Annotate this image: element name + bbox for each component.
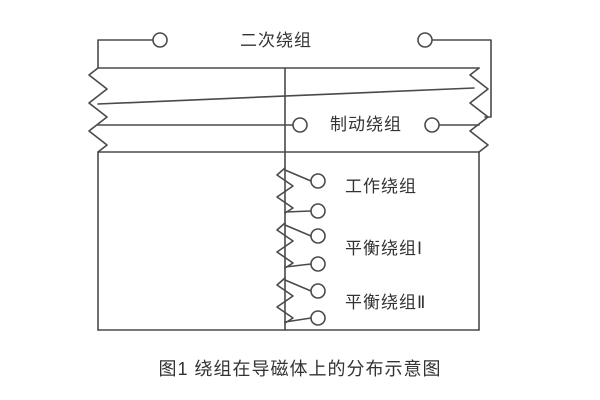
working-tap-top xyxy=(284,169,312,182)
working-terminal-top xyxy=(310,173,326,189)
balance-winding-2-label: 平衡绕组Ⅱ xyxy=(345,293,427,312)
secondary-coil-right xyxy=(469,67,489,153)
secondary-terminal-left xyxy=(152,32,168,48)
balance-2-terminal-top xyxy=(310,283,326,299)
secondary-terminal-right xyxy=(417,32,433,48)
working-tap-bottom xyxy=(284,210,312,213)
working-terminal-bottom xyxy=(310,203,326,219)
working-winding xyxy=(276,167,326,219)
secondary-lead-right xyxy=(431,39,492,118)
secondary-lead-left xyxy=(97,39,154,69)
secondary-diagonal-turn xyxy=(97,87,475,105)
brake-terminal-right xyxy=(424,117,440,133)
balance-winding-2 xyxy=(276,277,326,326)
balance-2-tap-top xyxy=(284,279,312,292)
brake-winding xyxy=(97,117,480,133)
working-winding-label: 工作绕组 xyxy=(345,177,417,196)
balance-1-tap-bottom xyxy=(284,263,312,268)
secondary-winding xyxy=(88,32,492,153)
balance-2-coil xyxy=(276,277,294,324)
secondary-winding-label: 二次绕组 xyxy=(240,31,312,50)
balance-1-coil xyxy=(276,222,294,269)
balance-winding-1 xyxy=(276,222,326,272)
brake-winding-label: 制动绕组 xyxy=(330,115,402,134)
balance-1-terminal-top xyxy=(310,228,326,244)
balance-2-terminal-bottom xyxy=(310,310,326,326)
figure-caption: 图1 绕组在导磁体上的分布示意图 xyxy=(158,359,442,379)
balance-winding-1-label: 平衡绕组Ⅰ xyxy=(345,239,424,258)
balance-1-terminal-bottom xyxy=(310,256,326,272)
brake-terminal-left xyxy=(292,117,308,133)
working-coil xyxy=(276,167,294,214)
balance-2-tap-bottom xyxy=(284,317,312,323)
balance-1-tap-top xyxy=(284,224,312,237)
core-outline xyxy=(97,67,480,331)
secondary-coil-left xyxy=(88,67,108,153)
